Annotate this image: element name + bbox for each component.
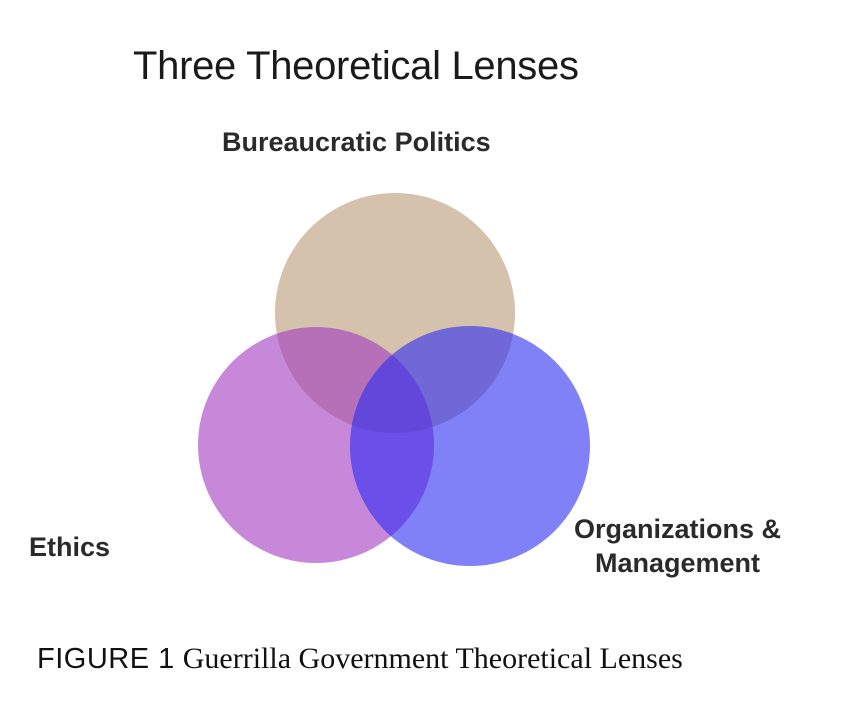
label-bureaucratic-politics: Bureaucratic Politics xyxy=(222,127,491,157)
label-management-line: Management xyxy=(594,548,761,578)
figure-caption-text: Guerrilla Government Theoretical Lenses xyxy=(182,642,683,675)
diagram-title: Three Theoretical Lenses xyxy=(133,44,579,88)
figure-number: FIGURE 1 xyxy=(37,643,175,675)
label-organizations-management: Organizations & Management xyxy=(574,512,781,580)
label-organizations-line: Organizations & xyxy=(574,514,782,544)
circle-organizations-management xyxy=(350,326,590,566)
label-ethics: Ethics xyxy=(29,532,111,562)
